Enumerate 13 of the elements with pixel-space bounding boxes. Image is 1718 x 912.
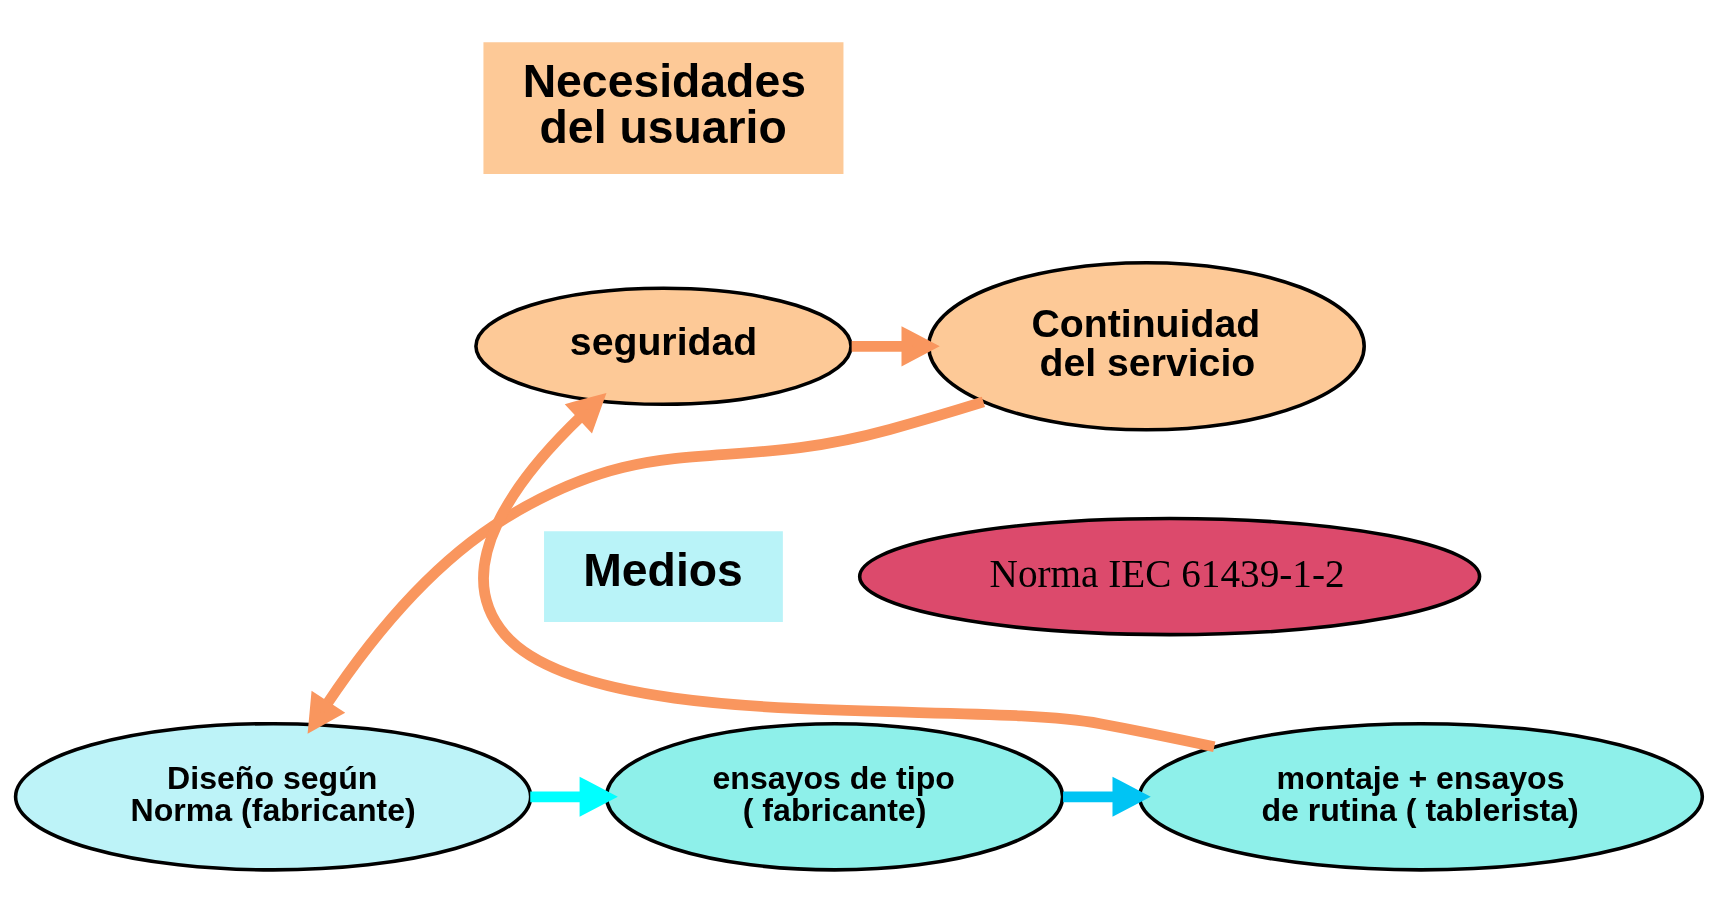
node-ellipse: Norma IEC 61439-1-2 <box>857 516 1482 637</box>
arrow <box>1063 776 1151 817</box>
node-box: Medios <box>544 531 783 623</box>
node-ellipse: Diseño según Norma (fabricante) <box>13 721 533 872</box>
node-ellipse: ensayos de tipo ( fabricante) <box>604 721 1065 872</box>
arrow <box>530 776 618 817</box>
arrow <box>851 326 940 367</box>
arrow <box>478 392 1216 753</box>
node-ellipse: seguridad <box>474 286 853 407</box>
node-box: Necesidades del usuario <box>483 42 844 174</box>
node-ellipse: Continuidad del servicio <box>926 261 1366 432</box>
node-ellipse: montaje + ensayos de rutina ( tablerista) <box>1137 721 1705 872</box>
arrow <box>307 396 985 734</box>
